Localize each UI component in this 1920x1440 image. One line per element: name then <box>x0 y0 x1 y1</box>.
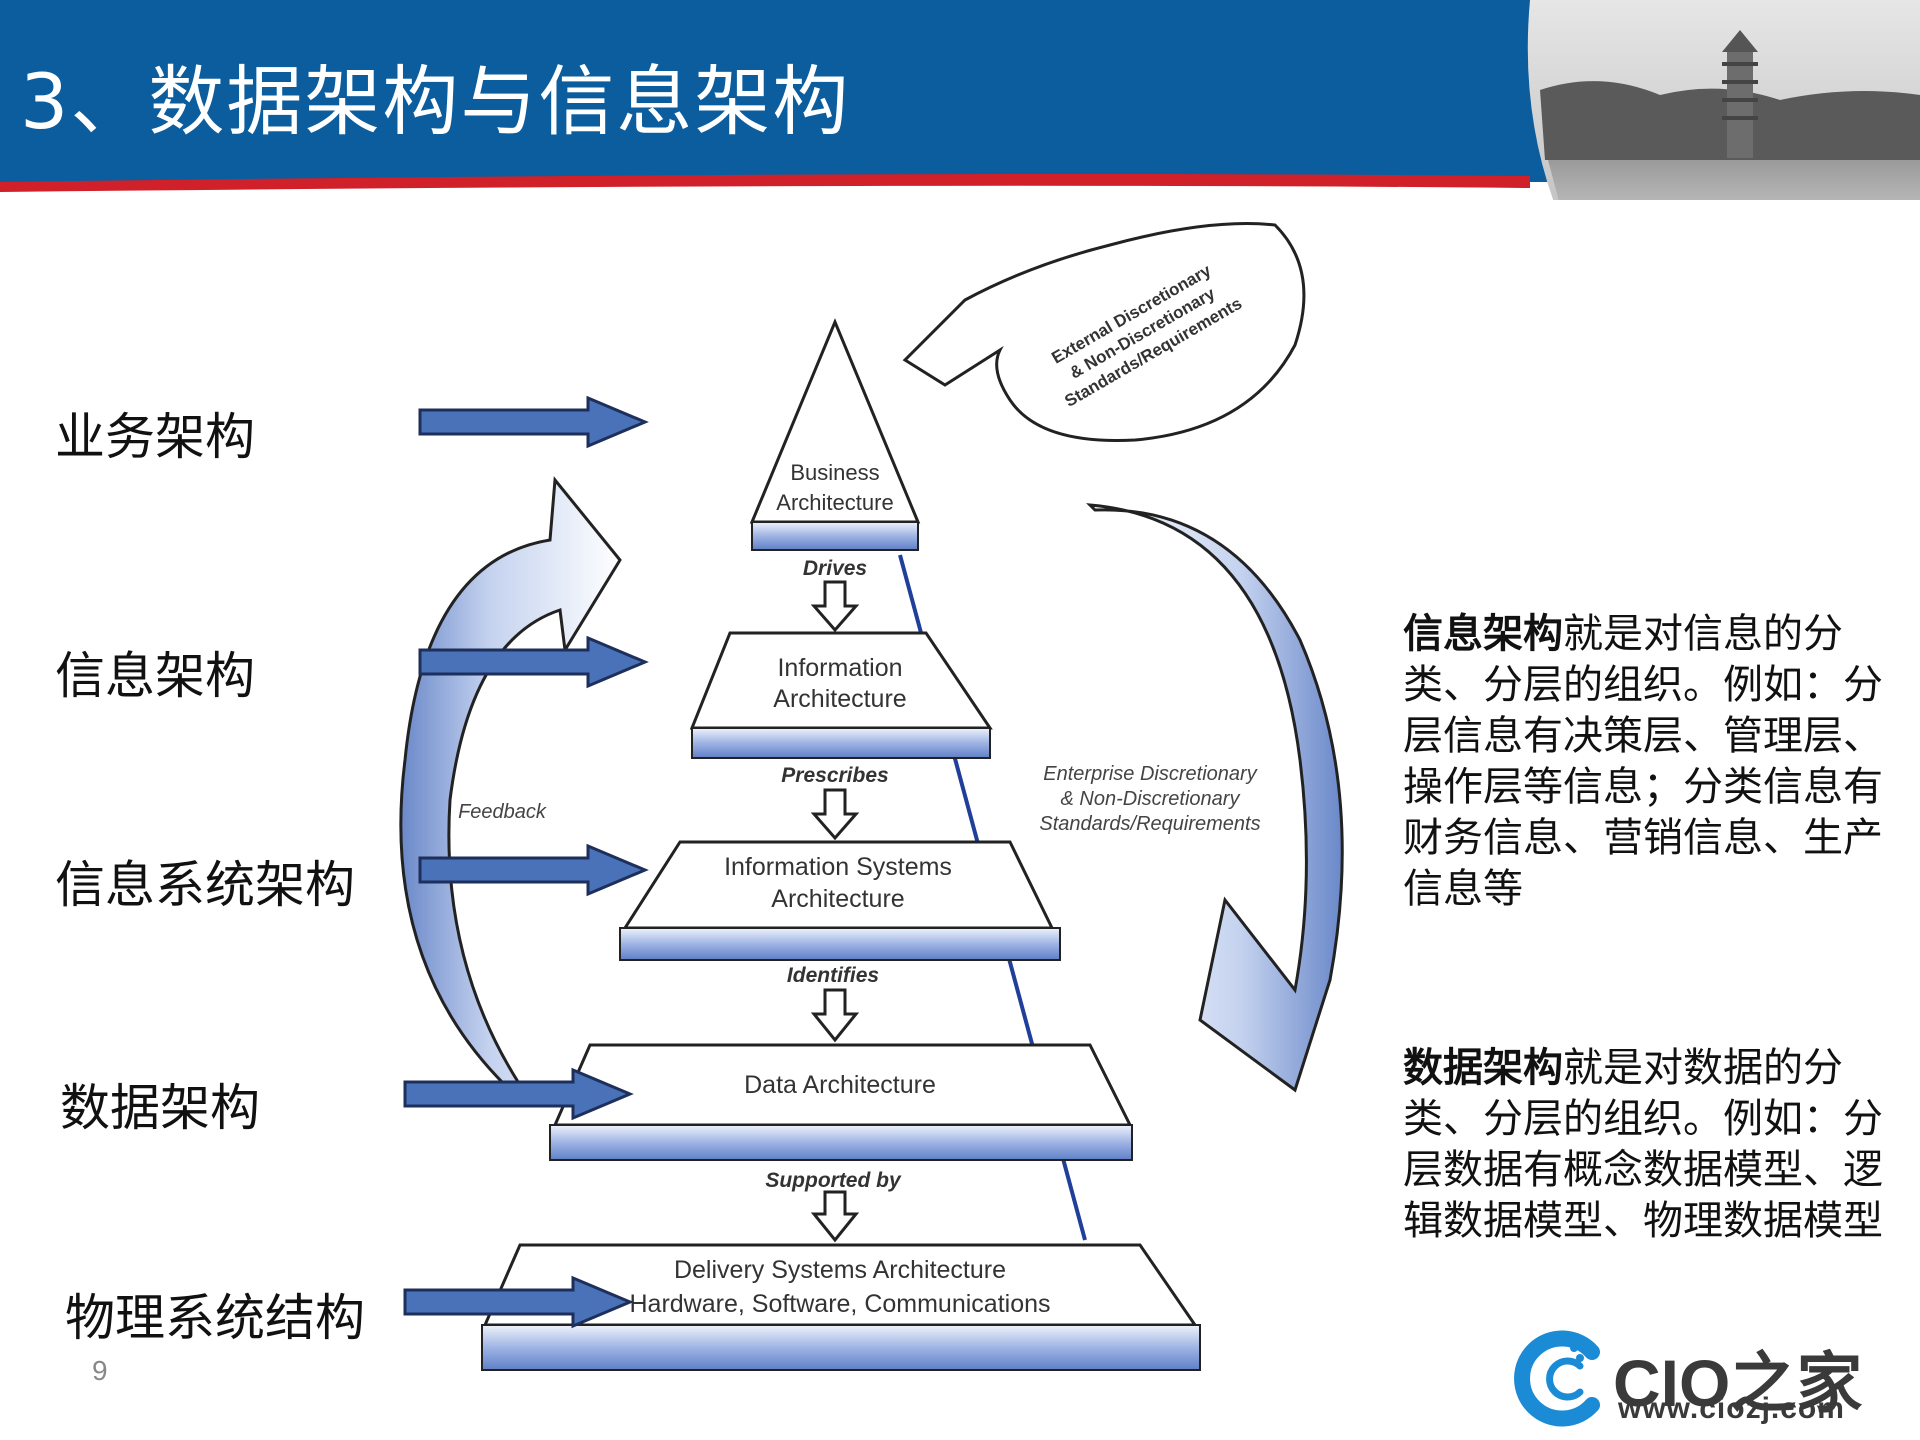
label-physical-system: 物理系统结构 <box>65 1289 365 1347</box>
label-data-arch: 数据架构 <box>60 1079 260 1137</box>
pointer-arrow-data <box>403 1067 634 1121</box>
layer-business: Business Architecture <box>749 318 921 551</box>
label-info-system-arch: 信息系统架构 <box>55 856 355 914</box>
info-arch-text: 就是对信息的分类、分层的组织。例如：分层信息有决策层、管理层、操作层等信息；分类… <box>1403 611 1883 912</box>
layer-information: Information Architecture <box>689 631 993 759</box>
layer-delivery: Delivery Systems Architecture Hardware, … <box>481 1243 1201 1371</box>
pointer-arrow-physical <box>403 1275 634 1329</box>
connector-prescribes: Prescribes <box>781 764 889 841</box>
enterprise-standards-label: Enterprise Discretionary & Non-Discretio… <box>1039 763 1260 835</box>
feedback-arrow <box>399 476 622 1087</box>
data-arch-text: 就是对数据的分类、分层的组织。例如：分层数据有概念数据模型、逻辑数据模型、物理数… <box>1403 1045 1883 1244</box>
label-business-arch: 业务架构 <box>55 408 255 466</box>
external-standards-bubble: External Discretionary & Non-Discretiona… <box>902 222 1306 442</box>
page-number: 9 <box>92 1355 108 1386</box>
connector-drives: Drives <box>803 557 867 633</box>
header-band <box>0 0 1920 200</box>
connector-identifies-label: Identifies <box>787 964 879 987</box>
cio-logo-mark <box>1514 1330 1600 1427</box>
layer-info-systems: Information Systems Architecture <box>619 840 1061 961</box>
data-arch-description: 数据架构就是对数据的分类、分层的组织。例如：分层数据有概念数据模型、逻辑数据模型… <box>1403 1042 1883 1247</box>
feedback-label: Feedback <box>458 801 547 823</box>
logo-url: www.ciozj.com <box>1618 1392 1845 1425</box>
layer-information-line2: Architecture <box>773 685 906 713</box>
pointer-arrow-business <box>418 395 649 449</box>
info-arch-term: 信息架构 <box>1403 610 1563 657</box>
enterprise-label-line3: Standards/Requirements <box>1039 813 1260 835</box>
layer-info-systems-line1: Information Systems <box>724 853 952 881</box>
layer-data: Data Architecture <box>549 1043 1133 1161</box>
enterprise-standards-arrow <box>1086 503 1344 1093</box>
data-arch-term: 数据架构 <box>1403 1044 1563 1091</box>
layer-info-systems-line2: Architecture <box>771 885 904 913</box>
connector-identifies: Identifies <box>787 964 879 1043</box>
slide-title: 3、数据架构与信息架构 <box>20 57 851 146</box>
layer-information-line1: Information <box>777 654 902 682</box>
pointer-arrow-information <box>418 635 649 689</box>
connector-supported-by: Supported by <box>765 1169 902 1243</box>
campus-photo <box>1527 0 1920 200</box>
layer-business-line2: Architecture <box>776 490 893 515</box>
connector-supported-by-label: Supported by <box>765 1169 902 1192</box>
label-info-arch: 信息架构 <box>55 647 255 705</box>
layer-delivery-line1: Delivery Systems Architecture <box>674 1256 1006 1284</box>
connector-drives-label: Drives <box>803 557 867 580</box>
logo-name: CIO之家 <box>1613 1346 1863 1420</box>
layer-business-line1: Business <box>790 460 879 485</box>
layer-data-line1: Data Architecture <box>744 1071 936 1099</box>
pointer-arrow-info-systems <box>418 843 649 897</box>
info-arch-description: 信息架构就是对信息的分类、分层的组织。例如：分层信息有决策层、管理层、操作层等信… <box>1403 608 1883 915</box>
connector-prescribes-label: Prescribes <box>781 764 888 787</box>
enterprise-label-line2: & Non-Discretionary <box>1061 788 1241 810</box>
layer-delivery-line2: Hardware, Software, Communications <box>630 1290 1051 1318</box>
enterprise-label-line1: Enterprise Discretionary <box>1043 763 1257 785</box>
